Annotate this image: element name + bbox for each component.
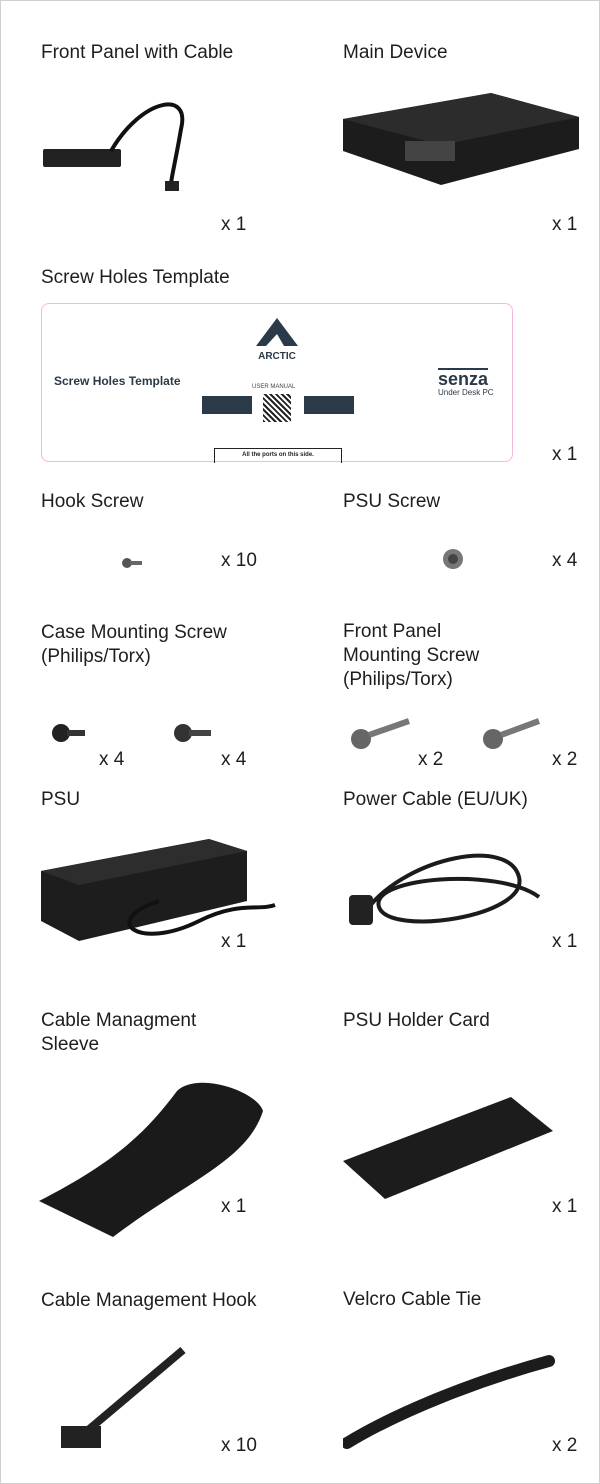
velcro-tie-image xyxy=(343,1355,555,1449)
item-title: PSU Holder Card xyxy=(343,1010,490,1031)
item-qty: x 2 xyxy=(418,749,444,770)
item-title: PSU xyxy=(41,789,81,810)
template-title: Screw Holes Template xyxy=(54,374,181,388)
item-title: Hook Screw xyxy=(41,491,144,512)
user-manual-label: USER MANUAL xyxy=(252,384,296,390)
item-qty: x 1 xyxy=(552,1196,578,1217)
long-torx-screw-image xyxy=(483,718,541,749)
info-banner xyxy=(202,396,252,414)
psu-image xyxy=(41,839,276,941)
item-title: Cable Managment Sleeve xyxy=(41,1010,197,1055)
item-qty: x 4 xyxy=(99,749,125,770)
item-title: Screw Holes Template xyxy=(41,267,230,288)
cable-sleeve-image xyxy=(39,1082,263,1237)
item-qty: x 1 xyxy=(221,214,247,235)
item-qty: x 1 xyxy=(552,931,578,952)
psu-screw-image xyxy=(443,549,463,569)
item-title: PSU Screw xyxy=(343,491,441,512)
item-title: Cable Management Hook xyxy=(41,1290,257,1311)
item-qty: x 1 xyxy=(221,1196,247,1217)
languages-banner xyxy=(304,396,354,414)
item-title: Case Mounting Screw (Philips/Torx) xyxy=(41,622,227,667)
hook-screw-image xyxy=(122,558,142,568)
ports-note: All the ports on this side. xyxy=(214,448,342,463)
item-qty: x 1 xyxy=(221,931,247,952)
item-qty: x 4 xyxy=(552,550,578,571)
screw-holes-template-image: Screw Holes Template ARCTIC USER MANUAL … xyxy=(41,303,513,463)
senza-logo: senza xyxy=(438,368,489,389)
product-subtitle: Under Desk PC xyxy=(438,388,494,397)
item-qty: x 2 xyxy=(552,749,578,770)
long-philips-screw-image xyxy=(351,718,410,749)
torx-screw-image xyxy=(174,724,211,742)
item-title: Main Device xyxy=(343,42,448,63)
cable-hook-image xyxy=(61,1346,186,1448)
item-title: Front Panel Mounting Screw (Philips/Torx… xyxy=(343,621,480,690)
item-qty: x 2 xyxy=(552,1435,578,1456)
item-qty: x 4 xyxy=(221,749,247,770)
main-device-image xyxy=(343,93,579,185)
item-qty: x 10 xyxy=(221,1435,257,1456)
item-qty: x 1 xyxy=(552,444,578,465)
front-panel-image xyxy=(43,102,185,191)
item-title: Front Panel with Cable xyxy=(41,42,234,63)
brand-text: ARCTIC xyxy=(258,351,296,362)
arctic-logo: ARCTIC xyxy=(254,316,300,362)
philips-screw-image xyxy=(52,724,85,742)
item-title: Power Cable (EU/UK) xyxy=(343,789,528,810)
psu-holder-card-image xyxy=(343,1097,553,1199)
item-title: Velcro Cable Tie xyxy=(343,1289,482,1310)
qr-code xyxy=(263,394,291,422)
power-cable-image xyxy=(349,853,541,925)
item-qty: x 1 xyxy=(552,214,578,235)
item-qty: x 10 xyxy=(221,550,257,571)
